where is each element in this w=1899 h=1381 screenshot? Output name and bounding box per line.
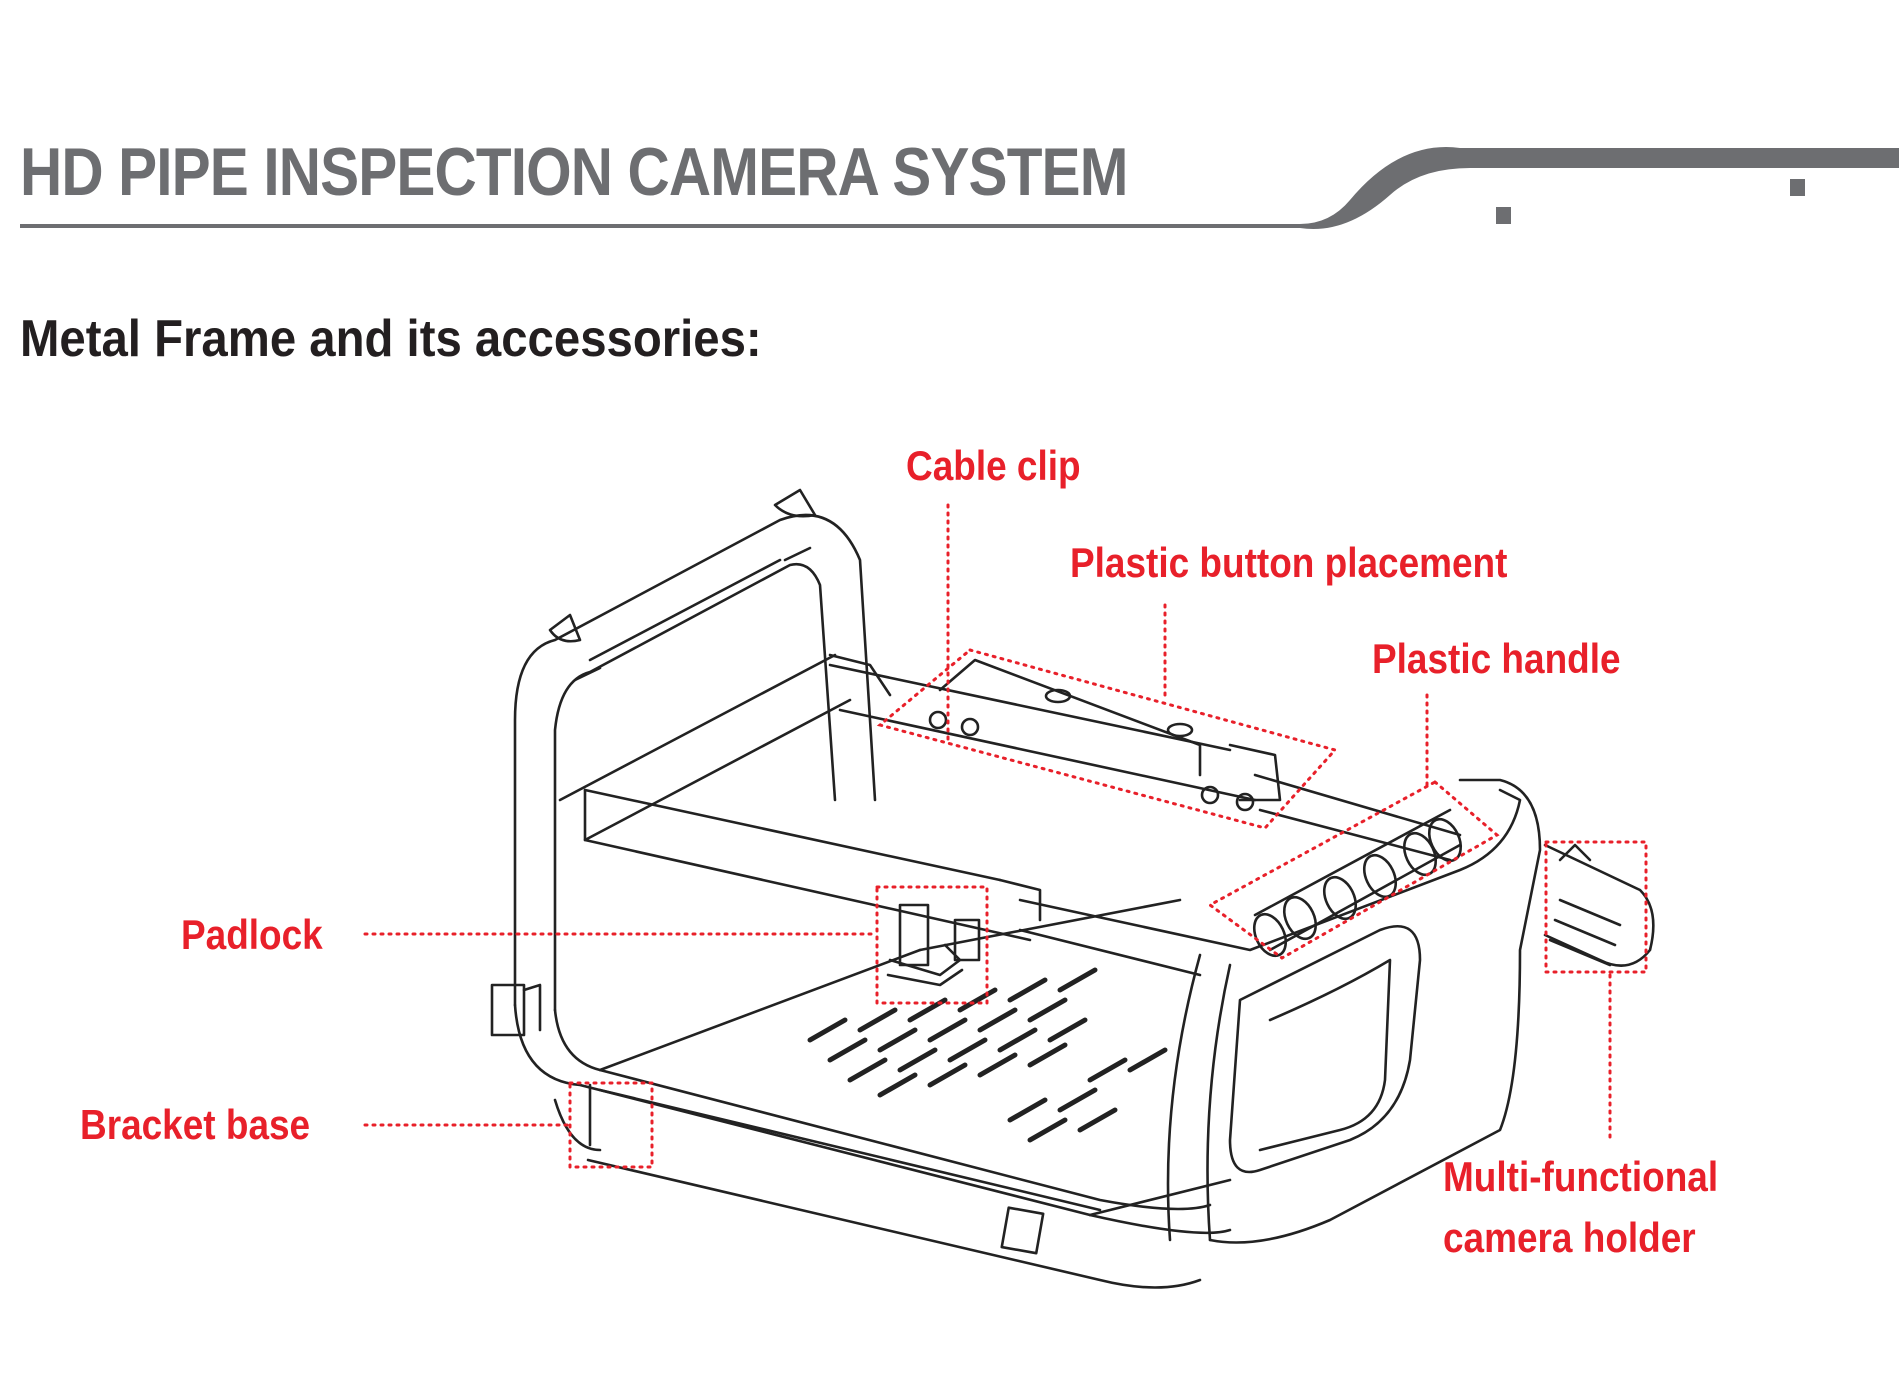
- header-swoosh: [20, 147, 1899, 230]
- rear-crossbar: [558, 653, 892, 842]
- base-clip-back: [1000, 1206, 1045, 1255]
- header-square-right: [1790, 179, 1805, 196]
- left-rail: [490, 788, 1042, 1037]
- bracket-base-box: [568, 1081, 654, 1169]
- plastic-handle-box: [1207, 780, 1500, 960]
- cable-clip-ring-1: [928, 710, 948, 730]
- page-title: HD PIPE INSPECTION CAMERA SYSTEM: [20, 134, 1128, 210]
- section-title: Metal Frame and its accessories:: [20, 310, 762, 368]
- button-placement-box: [876, 648, 1338, 830]
- padlock-drawing: [886, 903, 981, 987]
- callout-camera-holder-line2: camera holder: [1443, 1214, 1696, 1261]
- cable-clip-ring-3: [1200, 785, 1220, 805]
- camera-holder-box: [1544, 840, 1648, 974]
- front-frame: [1018, 778, 1542, 1244]
- callout-bracket-base: Bracket base: [80, 1101, 311, 1148]
- base-slots: [807, 967, 1168, 1143]
- callout-plastic-handle: Plastic handle: [1372, 635, 1621, 682]
- back-frame: [513, 488, 877, 1012]
- cable-clip-ring-4: [1235, 792, 1255, 812]
- frame-base: [513, 1003, 1232, 1289]
- rail-clip-left: [490, 983, 526, 1037]
- cable-clip-ring-2: [960, 717, 980, 737]
- callout-camera-holder-line1: Multi-functional: [1443, 1153, 1719, 1200]
- callout-plastic-button-placement: Plastic button placement: [1070, 539, 1508, 586]
- callout-cable-clip: Cable clip: [906, 442, 1081, 489]
- top-bar: [828, 658, 1462, 862]
- callout-padlock: Padlock: [181, 911, 323, 958]
- header-square-left: [1496, 207, 1511, 224]
- camera-holder-drawing: [1543, 843, 1655, 967]
- padlock-box: [875, 885, 989, 1005]
